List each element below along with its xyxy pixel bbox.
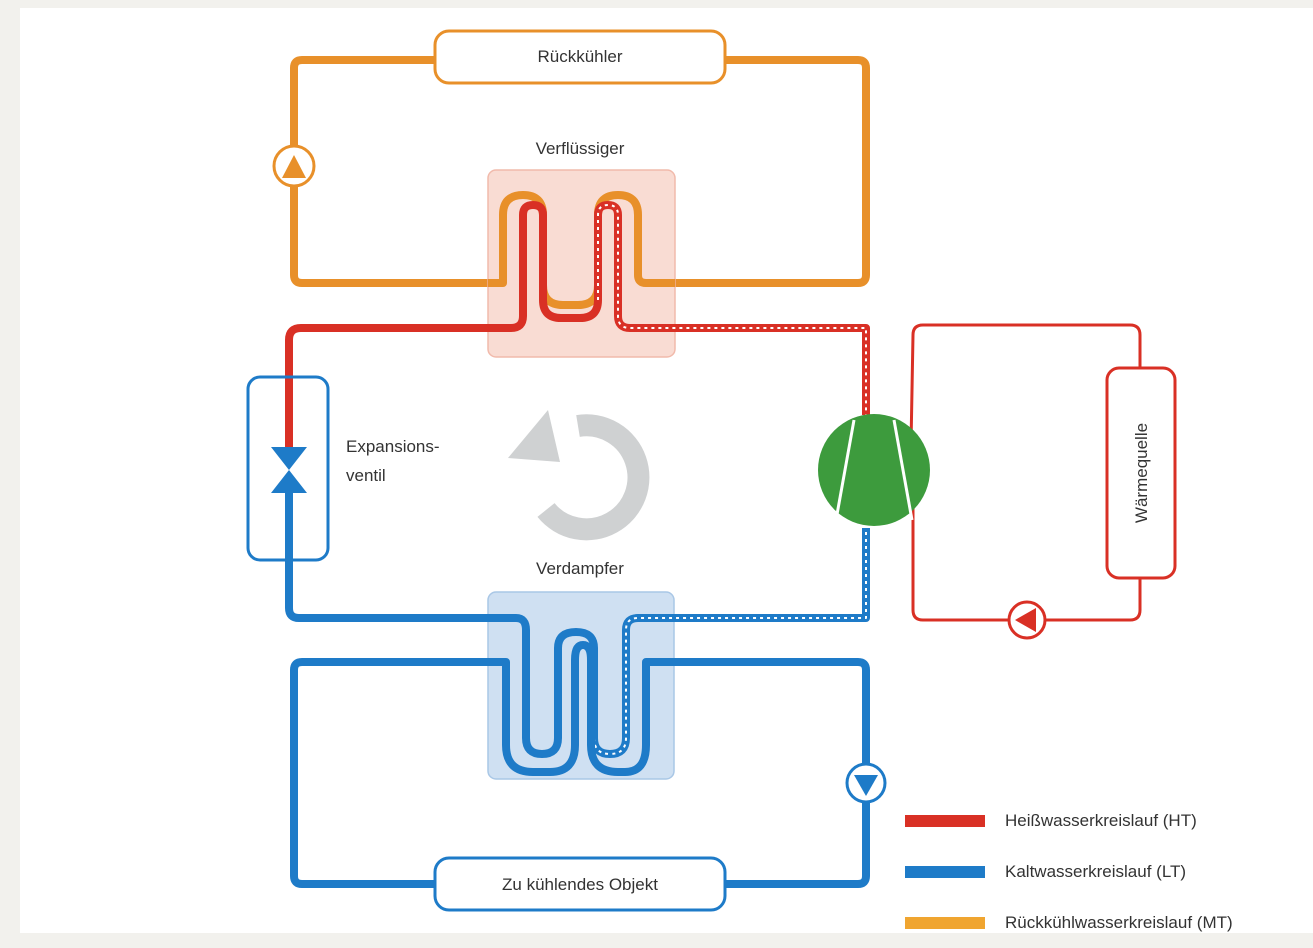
- expansion-valve-label-line2: ventil: [346, 466, 386, 485]
- legend-label-ht: Heißwasserkreislauf (HT): [1005, 810, 1197, 830]
- pump-left-icon: [1007, 600, 1047, 640]
- valve-icon: [271, 447, 307, 493]
- expansion-valve-label-line1: Expansions-: [346, 437, 440, 456]
- pump-down-icon: [845, 762, 887, 804]
- refrigeration-cycle-diagram: Wärmequelle Rückkühler Verflüssiger Expa…: [246, 29, 1177, 912]
- legend-label-lt: Kaltwasserkreislauf (LT): [1005, 861, 1187, 881]
- legend-swatch-lt: [905, 865, 985, 878]
- legend-item-mt: Rückkühlwasserkreislauf (MT): [905, 897, 1310, 948]
- expansion-valve-box: [246, 375, 330, 562]
- pump-up-icon: [272, 144, 316, 188]
- refrigerant-cold-line: [285, 490, 870, 758]
- object-label: Zu kühlendes Objekt: [502, 875, 658, 894]
- legend-swatch-ht: [905, 814, 985, 827]
- heat-source-box: [1105, 366, 1177, 580]
- compressor-icon: [818, 414, 930, 526]
- rueckkuehler-box: [433, 29, 727, 85]
- legend: Heißwasserkreislauf (HT) Kaltwasserkreis…: [905, 795, 1310, 948]
- object-box: [433, 856, 727, 912]
- refrigerant-hot-line: [285, 201, 870, 450]
- legend-swatch-mt: [905, 916, 985, 929]
- evaporator-label: Verdampfer: [536, 559, 624, 578]
- legend-item-lt: Kaltwasserkreislauf (LT): [905, 846, 1310, 897]
- legend-label-mt: Rückkühlwasserkreislauf (MT): [1005, 912, 1233, 932]
- legend-item-ht: Heißwasserkreislauf (HT): [905, 795, 1310, 846]
- condenser-box: [487, 169, 676, 358]
- condenser-label: Verflüssiger: [536, 139, 625, 158]
- circular-arrow-icon: [508, 410, 650, 541]
- diagram-canvas: Wärmequelle Rückkühler Verflüssiger Expa…: [20, 8, 1313, 933]
- rueckkuehler-label: Rückkühler: [537, 47, 622, 66]
- cold-water-loop: [290, 641, 870, 888]
- heat-source-label: Wärmequelle: [1132, 423, 1151, 523]
